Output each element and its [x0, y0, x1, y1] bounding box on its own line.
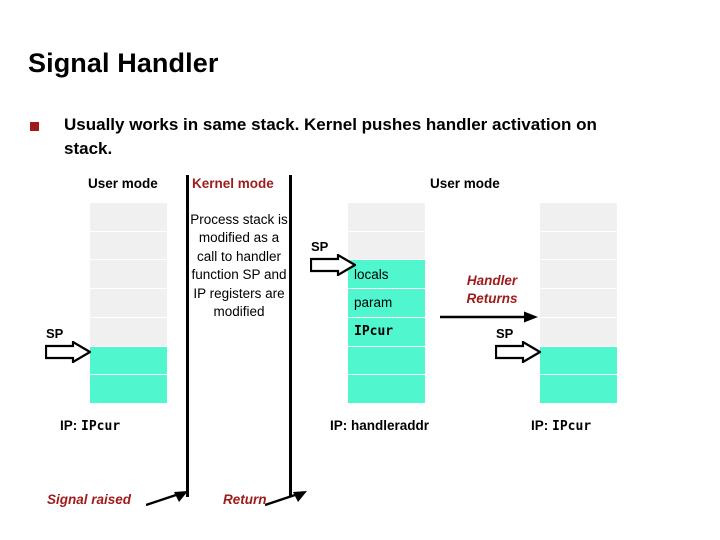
- stack-restored-user: [540, 203, 617, 404]
- stack-cell-label: IPcur: [354, 324, 394, 340]
- sp-label: SP: [496, 326, 514, 341]
- ip-prefix: IP:: [531, 418, 553, 433]
- stack-cell: [90, 289, 167, 318]
- divider-line-right: [289, 175, 292, 497]
- stack-cell: [90, 375, 167, 404]
- stack-cell: [90, 317, 167, 347]
- ip-label-middle: IP: handleraddr: [330, 418, 429, 433]
- divider-line-left: [186, 175, 189, 497]
- stack-cell: [540, 346, 617, 376]
- signal-raised-arrow-icon: [146, 491, 188, 507]
- ip-prefix: IP:: [330, 418, 352, 433]
- ip-label-right: IP: IPcur: [531, 418, 591, 434]
- ip-label-left: IP: IPcur: [60, 418, 120, 434]
- page-title: Signal Handler: [28, 48, 219, 78]
- stack-cell-label: locals: [354, 266, 389, 282]
- sp-label: SP: [311, 239, 329, 254]
- stack-initial-user: [90, 203, 167, 404]
- return-label: Return: [223, 492, 267, 507]
- ip-value: handleraddr: [351, 418, 430, 433]
- ip-prefix: IP:: [60, 418, 82, 433]
- stack-cell-locals: locals: [348, 260, 425, 290]
- handler-returns-line-2: Returns: [466, 291, 518, 306]
- stack-cell: [540, 289, 617, 318]
- signal-raised-label: Signal raised: [47, 492, 132, 507]
- stack-cell: [540, 203, 617, 232]
- stack-cell: [348, 231, 425, 261]
- stack-cell: [90, 260, 167, 290]
- handler-returns-label: Handler Returns: [447, 272, 537, 308]
- stack-cell: [348, 203, 425, 232]
- header-user-mode-right: User mode: [430, 176, 500, 191]
- stack-cell: [90, 203, 167, 232]
- ip-value: IPcur: [552, 419, 592, 434]
- handler-returns-line-1: Handler: [466, 273, 518, 288]
- stack-cell: [90, 346, 167, 376]
- stack-cell: [540, 375, 617, 404]
- stack-handler-activation: locals param IPcur: [348, 203, 425, 404]
- bullet-text: Usually works in same stack. Kernel push…: [64, 115, 597, 158]
- stack-cell: [90, 231, 167, 261]
- return-arrow-icon: [265, 491, 307, 507]
- stack-cell: [540, 317, 617, 347]
- header-user-mode-left: User mode: [88, 176, 158, 191]
- ip-value: IPcur: [81, 419, 121, 434]
- stack-cell: [540, 231, 617, 261]
- stack-cell-ipcur: IPcur: [348, 317, 425, 347]
- stack-cell: [540, 260, 617, 290]
- handler-returns-arrow-icon: [440, 311, 538, 323]
- stack-cell: [348, 375, 425, 404]
- stack-cell: [348, 346, 425, 376]
- stack-cell-label: param: [354, 295, 393, 311]
- sp-block-arrow-icon: [310, 254, 356, 276]
- sp-block-arrow-icon: [495, 341, 541, 363]
- square-bullet-icon: [30, 122, 39, 131]
- kernel-mode-note: Process stack is modified as a call to h…: [190, 212, 288, 320]
- stack-cell-param: param: [348, 289, 425, 318]
- header-kernel-mode: Kernel mode: [192, 176, 274, 191]
- sp-block-arrow-icon: [45, 341, 91, 363]
- sp-label: SP: [46, 326, 64, 341]
